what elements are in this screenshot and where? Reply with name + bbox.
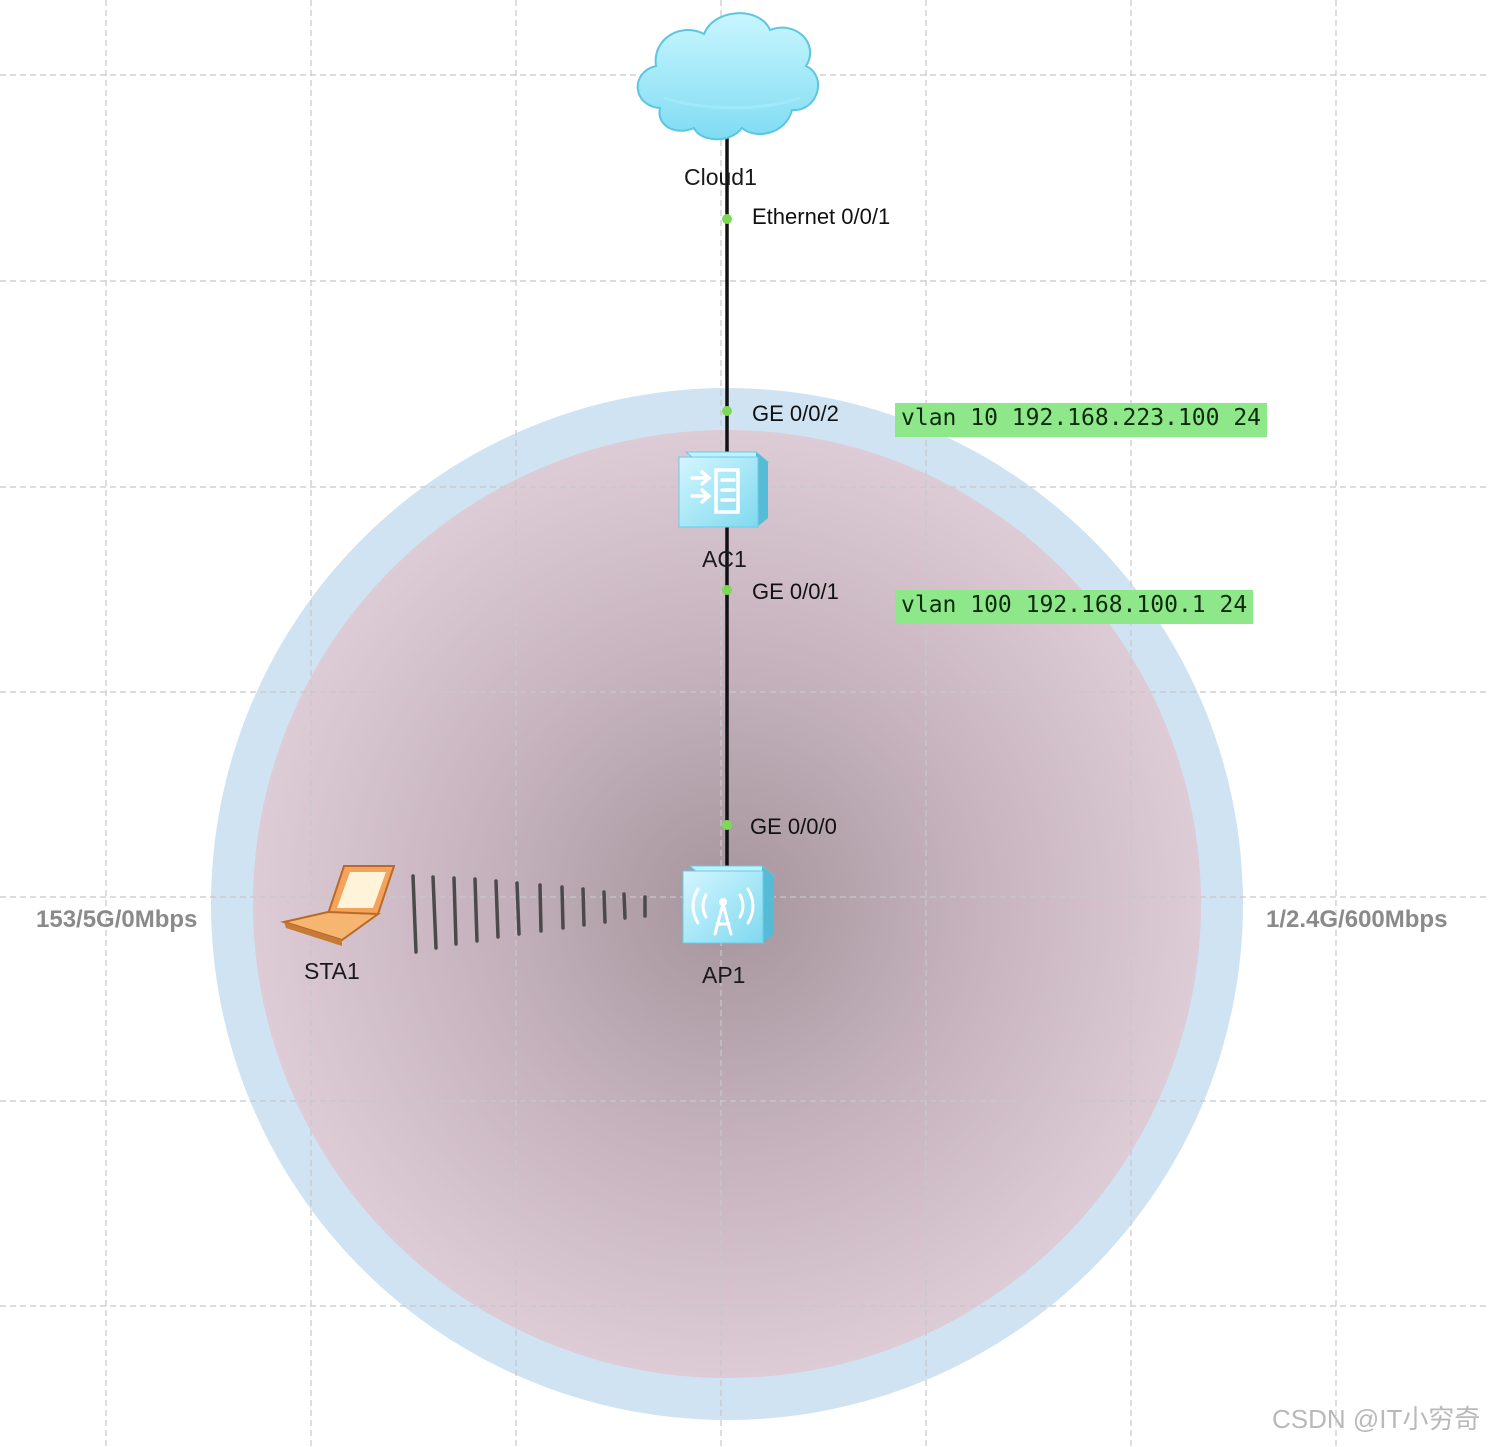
port-dot-ac-ge2 bbox=[722, 406, 732, 416]
laptop-icon[interactable] bbox=[280, 865, 396, 946]
port-dot-cloud-eth bbox=[722, 214, 732, 224]
port-label-ac-ge1: GE 0/0/1 bbox=[752, 579, 839, 604]
ap-label: AP1 bbox=[702, 962, 746, 988]
access-controller-icon[interactable] bbox=[678, 451, 770, 528]
left-rate-label: 153/5G/0Mbps bbox=[36, 906, 198, 933]
vlan10-note[interactable]: vlan 10 192.168.223.100 24 bbox=[895, 403, 1268, 437]
wireless-signal-icon bbox=[411, 874, 647, 954]
watermark: CSDN @IT小穷奇 bbox=[1272, 1404, 1481, 1434]
access-point-icon[interactable] bbox=[682, 865, 776, 944]
port-label-ap-ge0: GE 0/0/0 bbox=[750, 814, 837, 839]
port-dot-ac-ge1 bbox=[722, 585, 732, 595]
port-dot-ap-ge0 bbox=[722, 820, 732, 830]
ac-label: AC1 bbox=[702, 546, 747, 572]
port-label-ac-ge2: GE 0/0/2 bbox=[752, 401, 839, 426]
sta-label: STA1 bbox=[304, 958, 360, 984]
cloud-label: Cloud1 bbox=[684, 164, 757, 190]
right-rate-label: 1/2.4G/600Mbps bbox=[1266, 906, 1448, 933]
vlan100-note[interactable]: vlan 100 192.168.100.1 24 bbox=[895, 590, 1254, 624]
port-label-cloud-eth: Ethernet 0/0/1 bbox=[752, 204, 891, 229]
cloud-icon[interactable] bbox=[636, 12, 820, 141]
